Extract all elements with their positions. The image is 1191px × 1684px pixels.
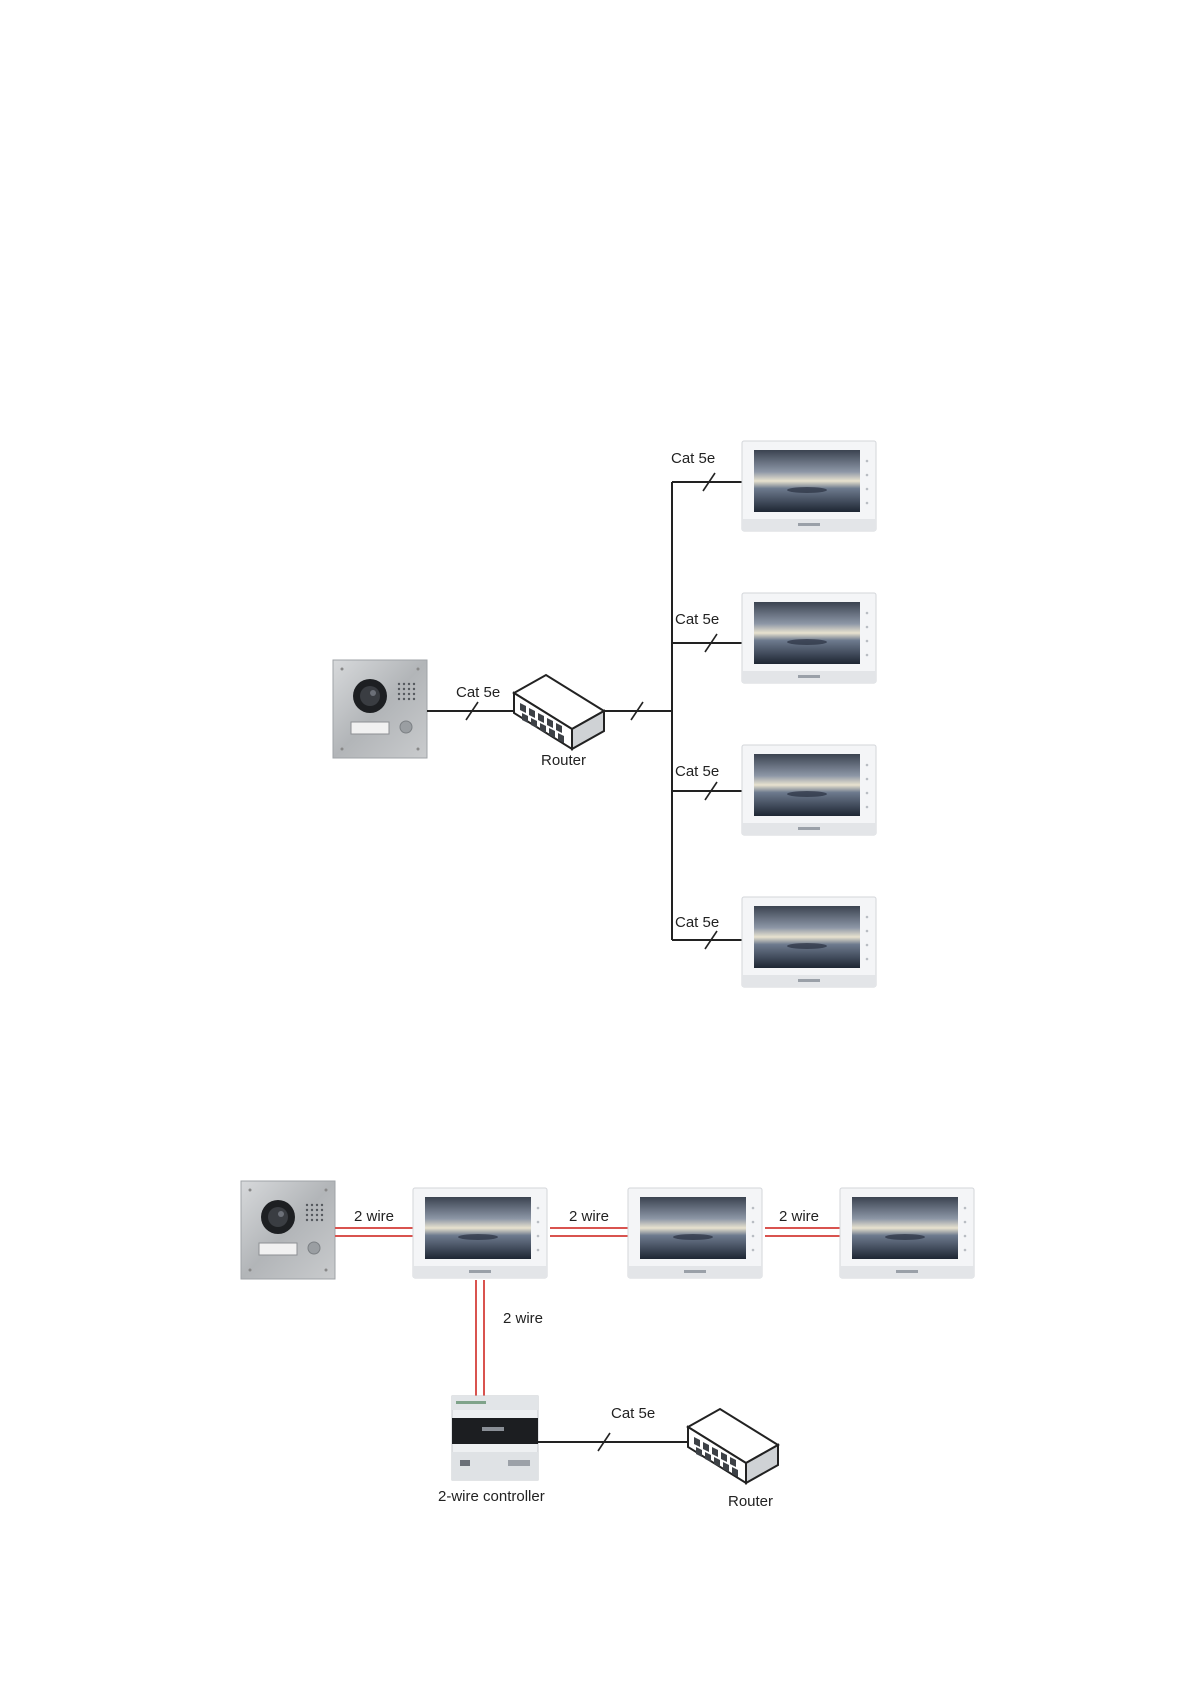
- two-wire-controller-icon: [452, 1396, 538, 1480]
- two-wire-cable: [550, 1228, 628, 1236]
- two-wire-cable: [335, 1228, 413, 1236]
- doorstation-router-cable-label: Cat 5e: [456, 684, 500, 701]
- router-icon: [514, 675, 604, 749]
- indoor-monitor-2: [742, 593, 876, 683]
- monitor-1-cable-label: Cat 5e: [671, 450, 715, 467]
- controller-router-cable-label: Cat 5e: [611, 1405, 655, 1422]
- monitor-link-two-wire-label-1: 2 wire: [569, 1208, 609, 1225]
- controller-label: 2-wire controller: [438, 1488, 545, 1505]
- indoor-monitor-1: [742, 441, 876, 531]
- monitor-4-cable-label: Cat 5e: [675, 914, 719, 931]
- two-wire-cable-vertical: [476, 1280, 484, 1396]
- monitor-3-cable-label: Cat 5e: [675, 763, 719, 780]
- router-label: Router: [728, 1493, 773, 1510]
- router-label: Router: [541, 752, 586, 769]
- router-icon: [688, 1409, 778, 1483]
- door-station-icon: [333, 660, 427, 758]
- indoor-monitor-3: [742, 745, 876, 835]
- indoor-monitor-4: [742, 897, 876, 987]
- doorstation-two-wire-label: 2 wire: [354, 1208, 394, 1225]
- monitor-2-cable-label: Cat 5e: [675, 611, 719, 628]
- controller-two-wire-label: 2 wire: [503, 1310, 543, 1327]
- two-wire-cable: [765, 1228, 840, 1236]
- door-station-icon: [241, 1181, 335, 1279]
- two-wire-system-diagram: 2 wire 2 wire 2 wire 2 wire 2-wire contr…: [241, 1181, 974, 1510]
- ip-system-diagram: Cat 5e Router Cat 5e Cat 5e Cat 5e Cat 5…: [333, 441, 876, 987]
- indoor-monitor-c: [840, 1188, 974, 1278]
- indoor-monitor-b: [628, 1188, 762, 1278]
- monitor-link-two-wire-label-2: 2 wire: [779, 1208, 819, 1225]
- indoor-monitor-a: [413, 1188, 547, 1278]
